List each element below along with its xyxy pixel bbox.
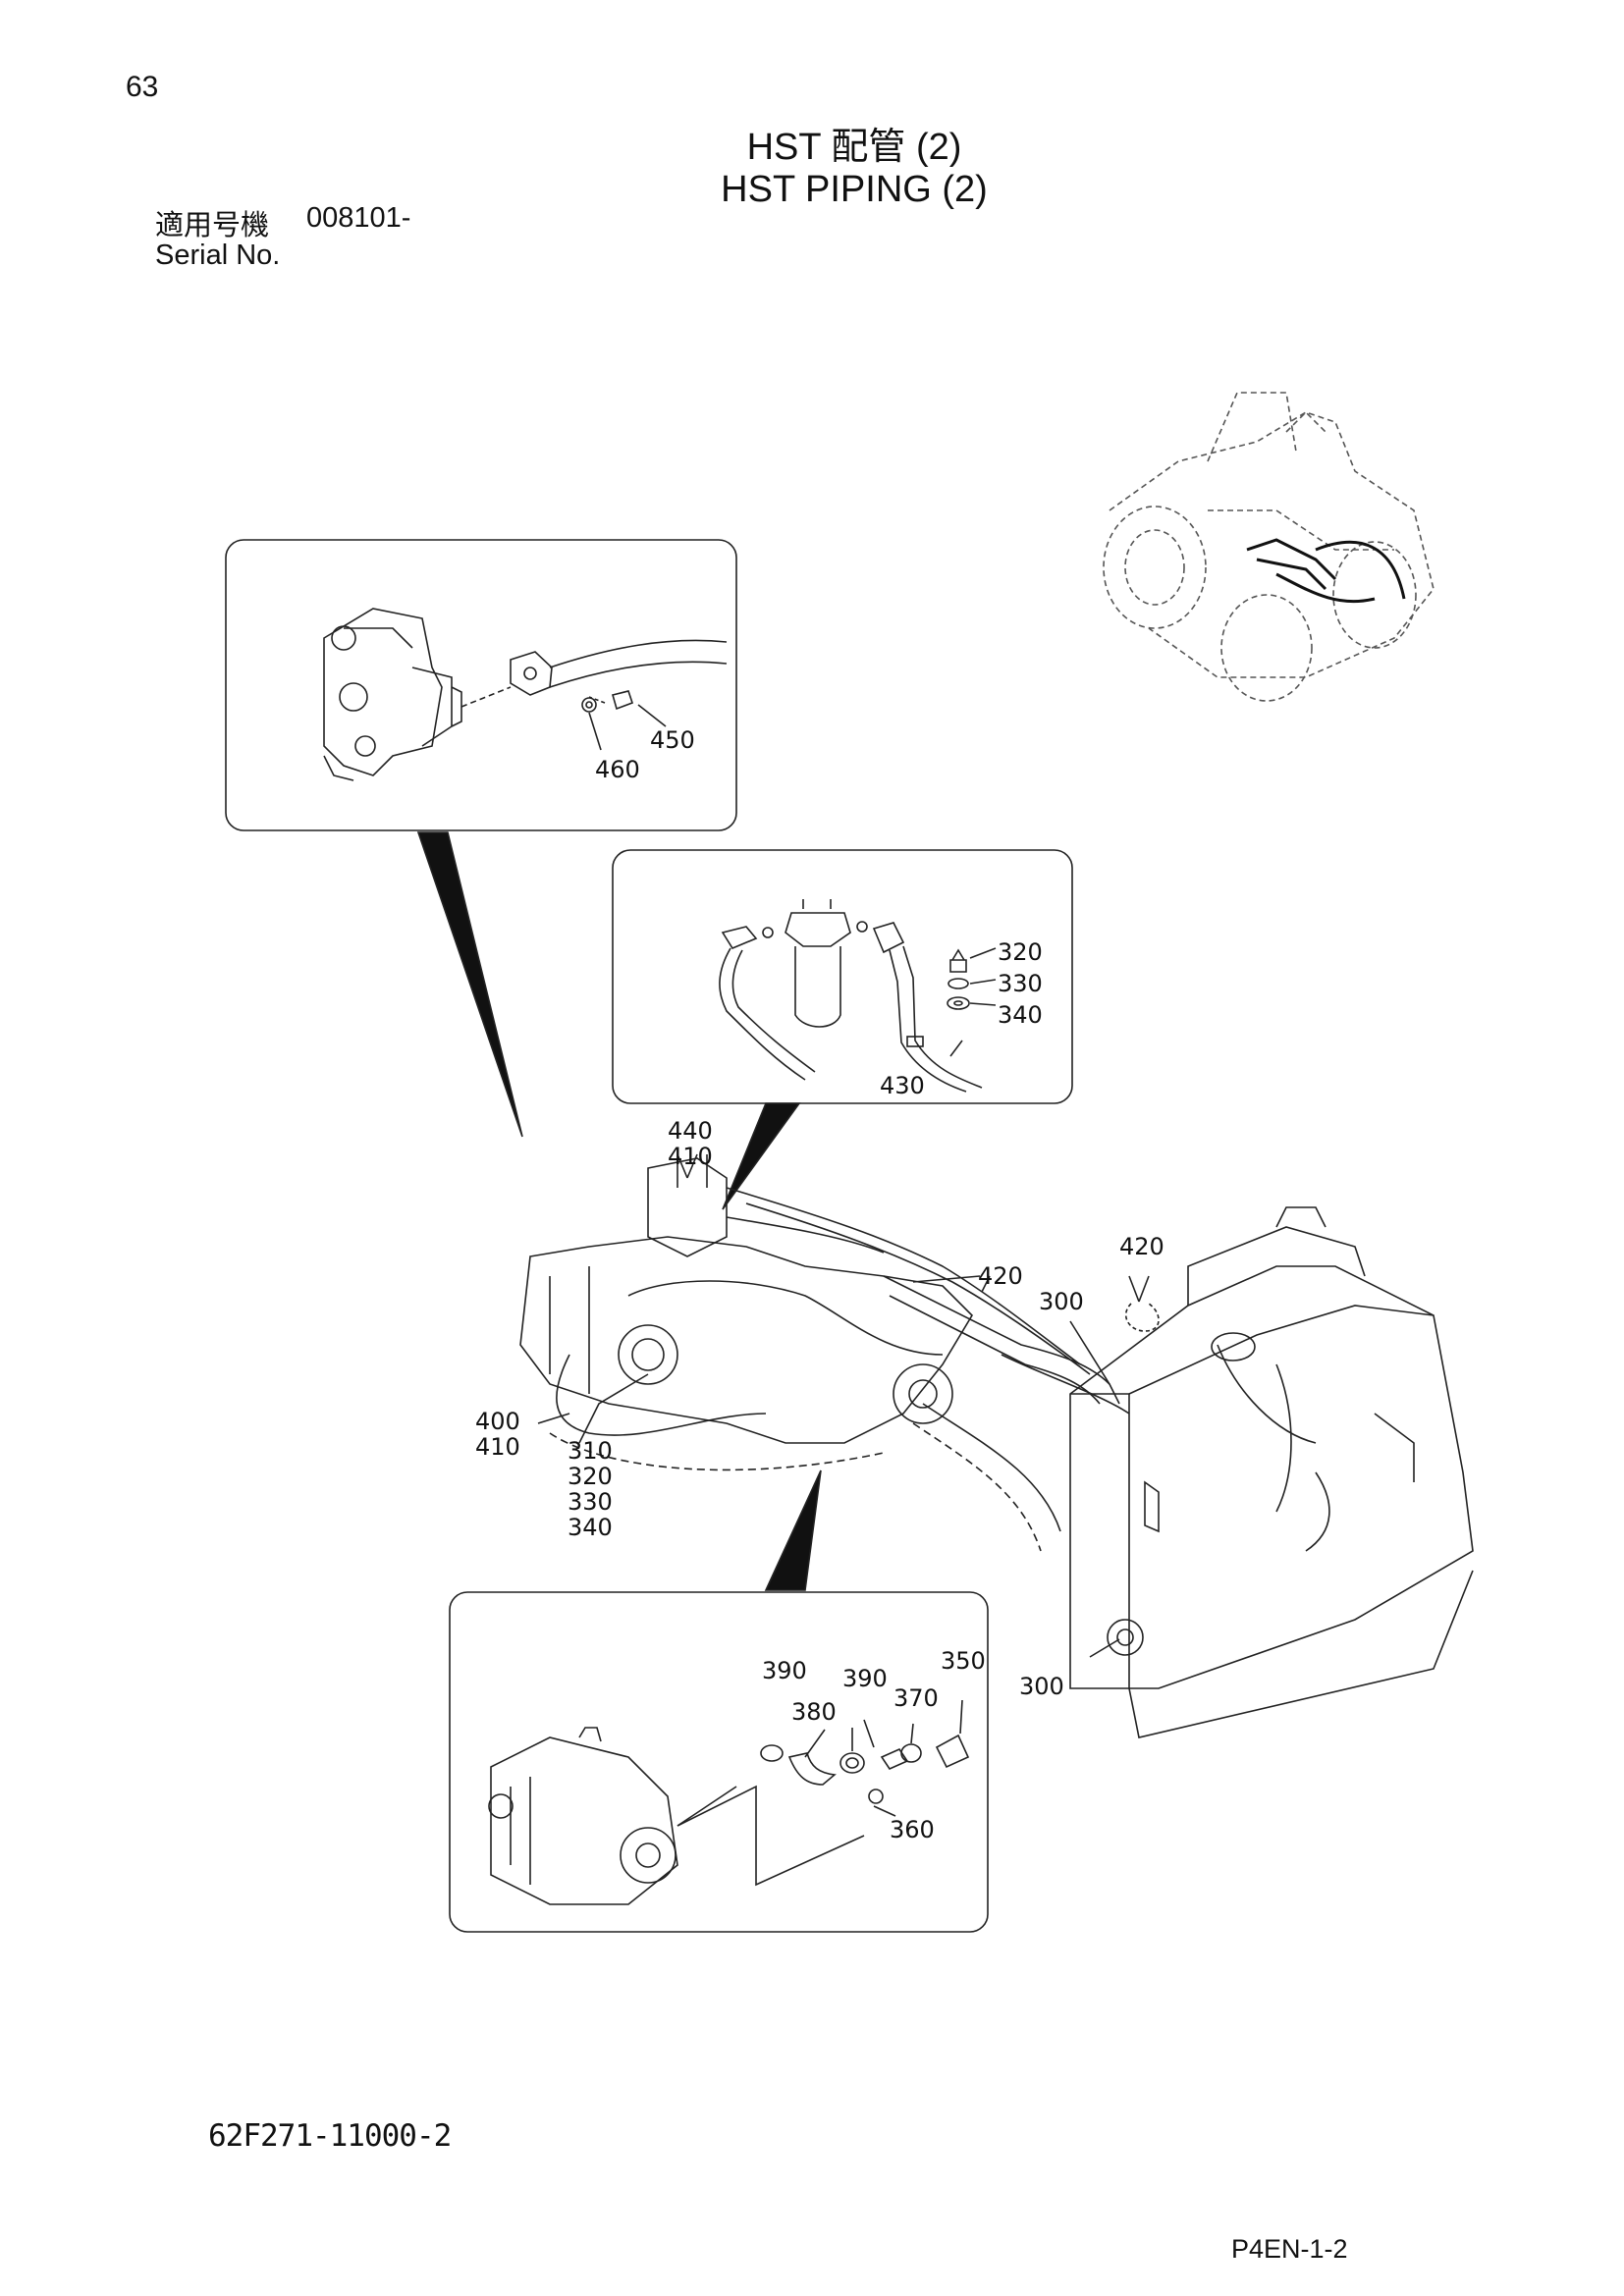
machine-silhouette <box>1103 392 1435 702</box>
callout-390-right: 390 <box>842 1665 888 1692</box>
callout-410-lower: 410 <box>475 1433 520 1461</box>
pointer-wedge-middle <box>722 1102 801 1210</box>
callout-320: 320 <box>998 938 1043 966</box>
page-title-english: HST PIPING (2) <box>721 169 988 210</box>
pump-flange-drawing <box>323 608 728 781</box>
callout-340: 340 <box>998 1001 1043 1029</box>
callout-420-pump: 420 <box>978 1262 1023 1290</box>
callout-370: 370 <box>893 1684 939 1712</box>
machine-hst-highlight <box>1246 538 1406 604</box>
leader-lines-main <box>537 1153 1160 1658</box>
detail-box-pump-flange <box>225 539 737 831</box>
hydraulic-tank <box>1069 1206 1474 1738</box>
callout-390-left: 390 <box>762 1657 807 1684</box>
callout-410-upper: 410 <box>668 1143 713 1170</box>
callout-350: 350 <box>941 1647 986 1675</box>
callout-440: 440 <box>668 1117 713 1145</box>
callout-300-lower: 300 <box>1019 1673 1064 1700</box>
callout-340-main: 340 <box>568 1514 613 1541</box>
callout-310: 310 <box>568 1437 613 1465</box>
callout-400: 400 <box>475 1408 520 1435</box>
callout-360: 360 <box>890 1816 935 1843</box>
serial-number-value: 008101- <box>306 202 411 234</box>
callout-380: 380 <box>791 1698 837 1726</box>
pointer-wedge-top <box>416 831 523 1138</box>
callout-330-main: 330 <box>568 1488 613 1516</box>
page-title-japanese: HST 配管 (2) <box>746 127 962 168</box>
callout-320-main: 320 <box>568 1463 613 1490</box>
pointer-wedge-bottom <box>764 1469 822 1591</box>
callout-430: 430 <box>880 1072 925 1099</box>
detail-box-filter <box>612 849 1073 1104</box>
detail-box-pump-fittings <box>449 1591 989 1933</box>
serial-label-english: Serial No. <box>155 240 281 271</box>
page-code: P4EN-1-2 <box>1231 2234 1348 2264</box>
drawing-number: 62F271-11000-2 <box>208 2118 452 2154</box>
callout-330: 330 <box>998 970 1043 997</box>
serial-label-japanese: 適用号機 <box>155 210 270 241</box>
filter-drawing <box>719 899 997 1093</box>
callout-420-tank: 420 <box>1119 1233 1164 1260</box>
page-number: 63 <box>126 71 159 103</box>
callout-450: 450 <box>650 726 695 754</box>
pump-fittings-drawing <box>488 1699 970 1905</box>
callout-460: 460 <box>595 756 640 783</box>
callout-300-upper: 300 <box>1039 1288 1084 1315</box>
